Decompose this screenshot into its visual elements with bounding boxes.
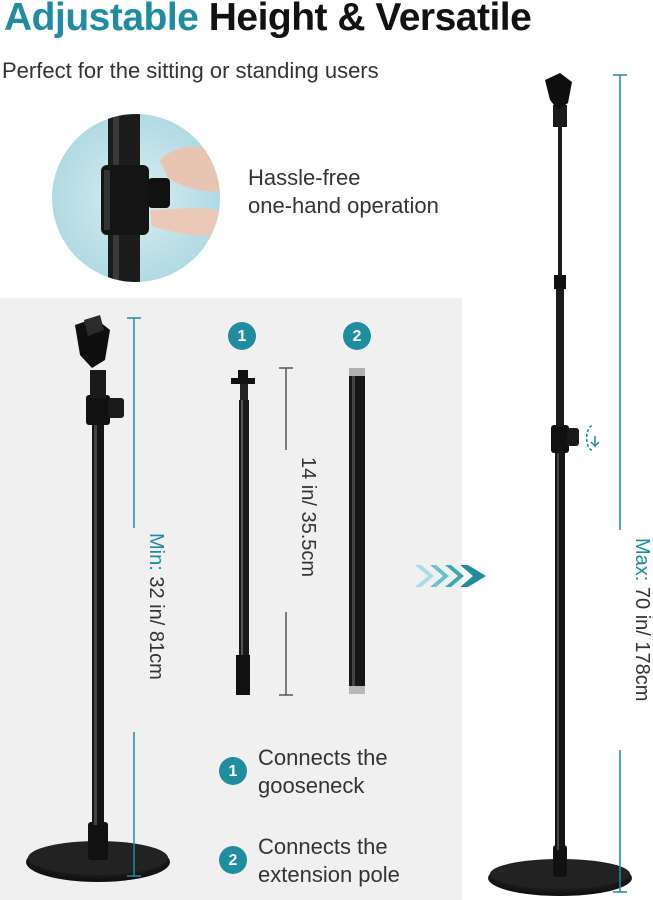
callout-line-1: Hassle-free (248, 165, 361, 190)
rotate-knob-icon (585, 425, 600, 451)
page-title: Adjustable Height & Versatile (4, 0, 532, 40)
parts-panel (0, 298, 462, 900)
max-height-label: Max: 70 in/ 178cm (630, 538, 653, 701)
stand-max (488, 73, 632, 896)
part-badge-top-2 (343, 322, 371, 350)
title-rest: Height & Versatile (208, 0, 532, 39)
part-badge-list-1 (219, 757, 247, 785)
gooseneck-dimension-line (279, 367, 293, 696)
min-label-value: 32 in/ 81cm (145, 570, 167, 680)
badge-number-top-1: 1 (237, 328, 247, 345)
callout-text: Hassle-free one-hand operation (248, 164, 439, 220)
min-dimension-line (127, 317, 141, 877)
part-2-line-2: extension pole (258, 862, 400, 887)
gooseneck-part (231, 370, 255, 695)
part-description-2: Connects the extension pole (258, 833, 400, 889)
arrow-chevrons-icon (415, 565, 486, 587)
max-label-prefix: Max: (631, 538, 653, 582)
part-1-line-1: Connects the (258, 745, 388, 770)
badge-number-top-2: 2 (352, 328, 362, 345)
min-height-label: Min: 32 in/ 81cm (144, 533, 167, 680)
page-subtitle: Perfect for the sitting or standing user… (2, 58, 379, 83)
badge-number-list-2: 2 (228, 852, 238, 869)
part-description-1: Connects the gooseneck (258, 744, 388, 800)
part-2-line-1: Connects the (258, 834, 388, 859)
part-badge-list-2 (219, 846, 247, 874)
knob-closeup (52, 114, 220, 282)
part-1-line-2: gooseneck (258, 773, 365, 798)
badge-number-list-1: 1 (228, 763, 238, 780)
title-accent: Adjustable (4, 0, 199, 39)
extension-pole-part (349, 368, 365, 694)
callout-line-2: one-hand operation (248, 193, 439, 218)
max-dimension-line (613, 74, 627, 893)
min-label-prefix: Min: (145, 533, 167, 571)
max-label-value: 70 in/ 178cm (631, 581, 653, 702)
gooseneck-length-label: 14 in/ 35.5cm (297, 457, 319, 578)
part-badge-top-1 (228, 322, 256, 350)
